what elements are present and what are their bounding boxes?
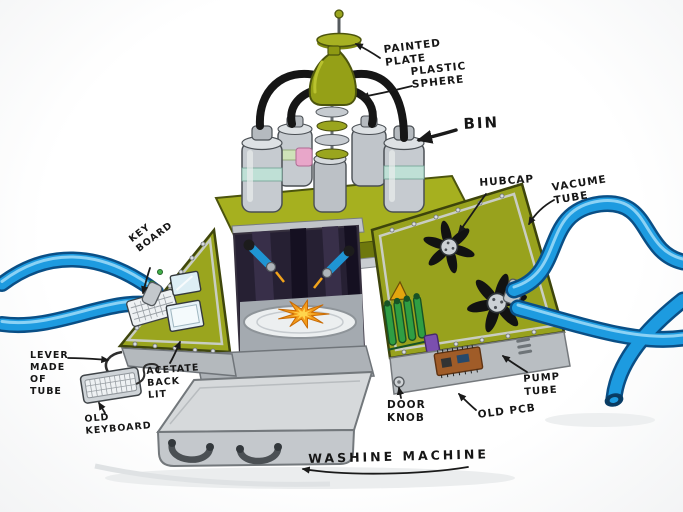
old-keyboard <box>79 362 160 404</box>
base-slab <box>104 345 375 468</box>
keyboard-cable <box>135 362 160 385</box>
handle-left <box>168 439 214 463</box>
spray-nozzles <box>243 239 355 289</box>
label-acetate-back-lit: ACETATE BACK LIT <box>146 362 200 402</box>
plastic-sphere <box>308 51 358 106</box>
canister <box>383 125 425 213</box>
annotation-arrows <box>67 43 555 475</box>
pump-tubes <box>383 293 428 351</box>
pink-canister <box>295 147 313 167</box>
painted-plate <box>316 9 362 56</box>
led-light <box>157 269 163 275</box>
front-band <box>389 331 571 395</box>
circuit-board <box>433 344 484 379</box>
panel-screens <box>165 270 205 332</box>
blue-tube-right <box>505 195 683 407</box>
canister <box>241 125 283 213</box>
label-lever-made-of-tube: LEVER MADE OF TUBE <box>30 350 69 398</box>
label-pump-tube: PUMP TUBE <box>523 371 561 398</box>
left-panel <box>117 226 232 354</box>
bin-bottles <box>241 115 425 213</box>
label-door-knob: DOOR KNOB <box>387 399 426 425</box>
vent-slots <box>516 337 533 355</box>
handle-front <box>236 443 282 465</box>
wash-chamber <box>231 217 366 356</box>
label-bin: BIN <box>463 113 500 133</box>
canister <box>313 152 347 213</box>
